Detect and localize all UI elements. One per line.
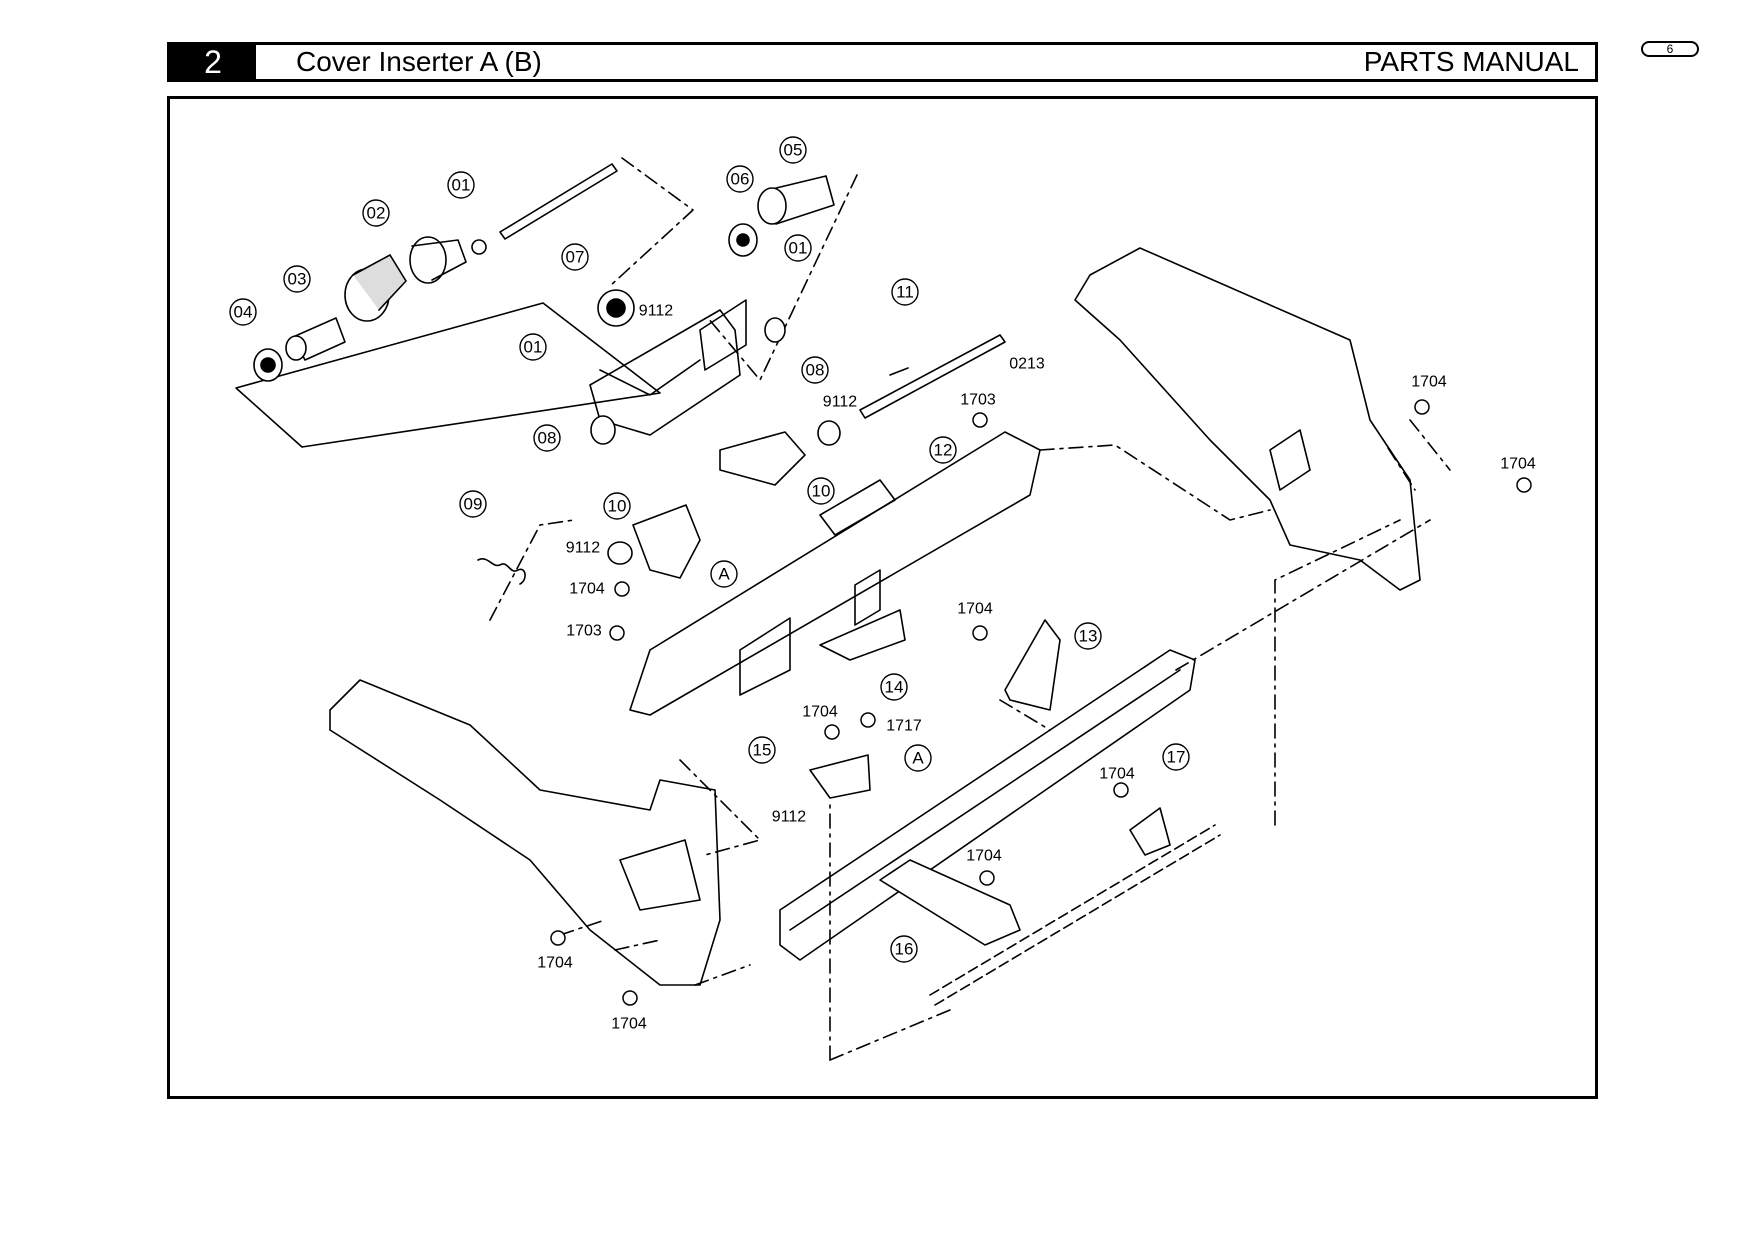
callout-16: 16 (895, 940, 914, 959)
callout-10: 10 (608, 497, 627, 516)
callout-06: 06 (731, 170, 750, 189)
part-label-1704: 1704 (1411, 374, 1447, 391)
callout-05: 05 (784, 141, 803, 160)
shaft-upper (499, 163, 618, 240)
part-label-9112: 9112 (772, 809, 807, 826)
left-side-plate (329, 679, 721, 986)
shaft-11 (859, 334, 1006, 419)
callout-03: 03 (288, 270, 307, 289)
callout-17: 17 (1167, 748, 1186, 767)
callout-01: 01 (524, 338, 543, 357)
callout-09: 09 (464, 495, 483, 514)
callout-14: 14 (885, 678, 904, 697)
callout-07: 07 (566, 248, 585, 267)
guide-plate (629, 431, 1041, 716)
part-label-1704: 1704 (957, 601, 993, 618)
part-label-1717: 1717 (886, 718, 922, 735)
part-label-1704: 1704 (1500, 456, 1536, 473)
callout-01: 01 (789, 239, 808, 258)
manual-name: PARTS MANUAL (1363, 46, 1579, 77)
callout-02: 02 (367, 204, 386, 223)
part-label-0213: 0213 (1009, 356, 1045, 373)
callout-01: 01 (452, 176, 471, 195)
callout-15: 15 (753, 741, 772, 760)
page-number: 6 (1641, 41, 1699, 57)
callout-08: 08 (538, 429, 557, 448)
roller-assembly-outline (235, 302, 661, 448)
part-label-9112: 9112 (823, 394, 858, 411)
callout-13: 13 (1079, 627, 1098, 646)
callout-10: 10 (812, 482, 831, 501)
page-title: Cover Inserter A (B) (296, 46, 542, 77)
callout-11: 11 (896, 283, 914, 302)
part-label-1704: 1704 (802, 704, 838, 721)
callout-08: 08 (806, 361, 825, 380)
page-header: 2 Cover Inserter A (B) PARTS MANUAL (167, 42, 1598, 82)
part-label-1704: 1704 (966, 848, 1002, 865)
part-label-1703: 1703 (960, 392, 996, 409)
part-label-1704: 1704 (611, 1016, 647, 1033)
right-side-plate (1074, 247, 1421, 591)
diagram-frame (167, 96, 1598, 1099)
part-label-9112: 9112 (639, 303, 674, 320)
section-number: 2 (170, 44, 256, 80)
callout-12: 12 (934, 441, 953, 460)
callout-A: A (912, 749, 924, 768)
part-label-9112: 9112 (566, 540, 601, 557)
part-label-1704: 1704 (1099, 766, 1135, 783)
part-label-1704: 1704 (569, 581, 605, 598)
part-label-1704: 1704 (537, 955, 573, 972)
callout-A: A (718, 565, 730, 584)
callout-04: 04 (234, 303, 253, 322)
part-label-1703: 1703 (566, 623, 602, 640)
